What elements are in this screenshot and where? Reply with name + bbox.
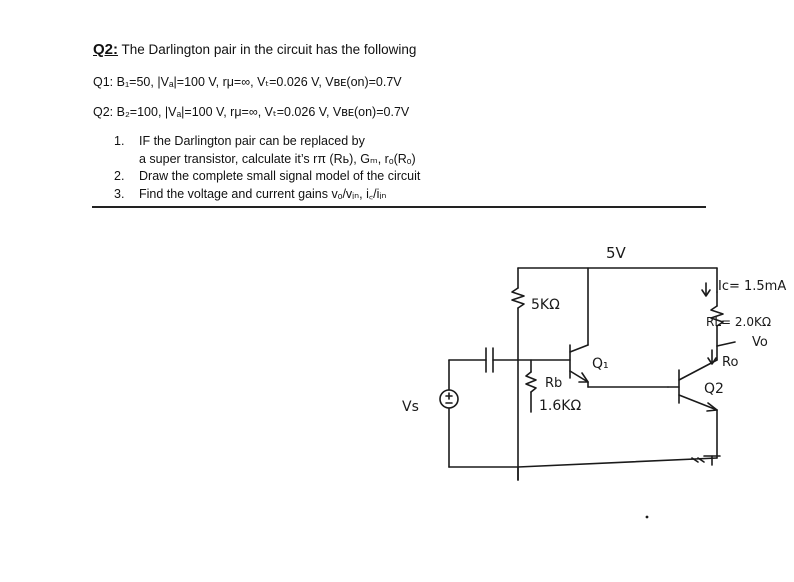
task-item: 2. Draw the complete small signal model … bbox=[114, 168, 420, 186]
ic-annotation: Ic= 1.5mA bbox=[718, 279, 786, 294]
task-line: IF the Darlington pair can be replaced b… bbox=[139, 134, 365, 148]
q2-label: Q2 bbox=[704, 381, 724, 397]
stray-mark bbox=[645, 515, 649, 519]
task-list: 1. IF the Darlington pair can be replace… bbox=[114, 133, 420, 203]
ic-arrow bbox=[701, 282, 711, 297]
vo-label: Vo bbox=[752, 335, 768, 350]
vs-label: Vs bbox=[402, 399, 419, 415]
q2-parameters: Q2: B₂=100, |Vₐ|=100 V, rμ=∞, Vₜ=0.026 V… bbox=[93, 105, 410, 119]
q1-parameters: Q1: B₁=50, |Vₐ|=100 V, rμ=∞, Vₜ=0.026 V,… bbox=[93, 75, 402, 89]
rl-annotation: RL= 2.0KΩ bbox=[706, 315, 771, 329]
task-line: a super transistor, calculate it’s rπ (R… bbox=[139, 151, 416, 166]
question-intro: The Darlington pair in the circuit has t… bbox=[118, 42, 417, 57]
task-number: 1. bbox=[114, 134, 125, 148]
q1-transistor bbox=[569, 267, 589, 388]
ground-wire bbox=[448, 455, 721, 481]
supply-rail bbox=[517, 267, 718, 293]
rb-value: 1.6KΩ bbox=[539, 398, 581, 414]
task-line: Draw the complete small signal model of … bbox=[139, 169, 421, 183]
ro-arrow bbox=[707, 349, 717, 365]
voltage-source bbox=[439, 359, 459, 468]
question-title: Q2: The Darlington pair in the circuit h… bbox=[93, 41, 416, 58]
input-capacitor bbox=[448, 347, 494, 373]
question-label: Q2: bbox=[93, 41, 119, 58]
task-item: 1. IF the Darlington pair can be replace… bbox=[114, 133, 420, 168]
q1-label: Q₁ bbox=[592, 356, 609, 372]
task-number: 3. bbox=[114, 186, 125, 201]
ro-label: Ro bbox=[722, 355, 738, 370]
task-number: 2. bbox=[114, 169, 125, 183]
rb-label: Rb bbox=[545, 376, 562, 391]
resistor-rb bbox=[525, 359, 537, 413]
task-line: Find the voltage and current gains vₒ/vᵢ… bbox=[139, 186, 387, 201]
task-item: 3. Find the voltage and current gains vₒ… bbox=[114, 186, 420, 204]
section-divider bbox=[92, 206, 706, 208]
load-resistor bbox=[710, 291, 736, 347]
bias-resistor-label: 5KΩ bbox=[531, 297, 560, 313]
supply-voltage-label: 5V bbox=[606, 244, 627, 262]
bias-resistor-5k bbox=[511, 267, 525, 481]
